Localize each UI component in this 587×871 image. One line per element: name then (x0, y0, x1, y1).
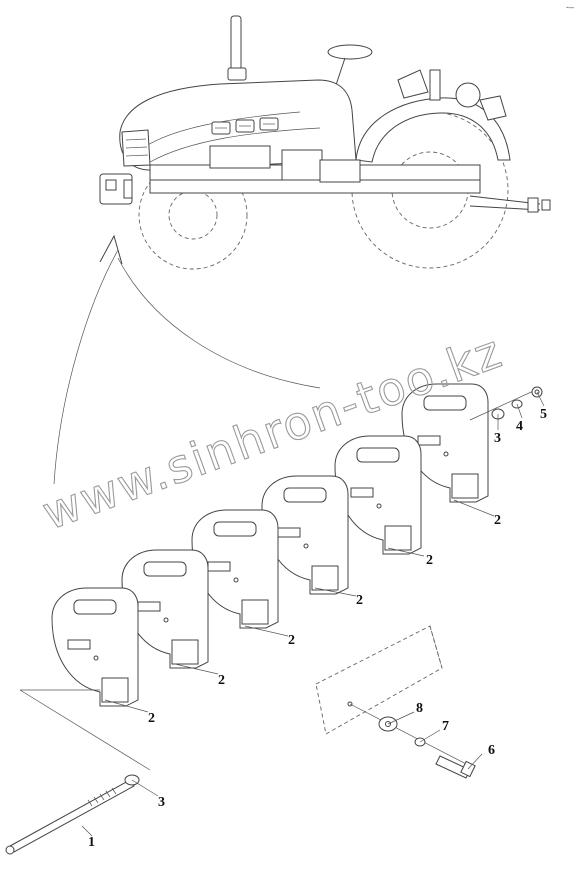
callout-2d: 2 (356, 593, 363, 608)
callout-2b: 2 (218, 673, 225, 688)
callout-6: 6 (488, 743, 495, 758)
callout-4: 4 (516, 419, 523, 434)
weight-1 (51, 587, 139, 707)
callout-2a: 2 (148, 711, 155, 726)
leader-lines (81, 391, 545, 837)
mounting-plate (315, 625, 476, 779)
callout-7: 7 (442, 719, 449, 734)
tractor-drawing (99, 15, 551, 270)
weight-5 (334, 435, 422, 555)
weight-3 (191, 509, 279, 629)
callouts: 1 2 2 2 2 2 2 3 3 4 5 6 7 8 (88, 407, 547, 850)
fastener-group-right (469, 386, 543, 421)
assembly-arrow (53, 234, 321, 485)
long-bolt (5, 689, 151, 855)
weight-2 (121, 549, 209, 669)
callout-5: 5 (540, 407, 547, 422)
callout-3-left: 3 (158, 795, 165, 810)
weight-6 (401, 383, 489, 503)
callout-3-right: 3 (494, 431, 501, 446)
callout-2c: 2 (288, 633, 295, 648)
callout-2e: 2 (426, 553, 433, 568)
callout-2f: 2 (494, 513, 501, 528)
corner-mark: -– (566, 2, 574, 12)
callout-8: 8 (416, 701, 423, 716)
weight-stack (51, 383, 489, 707)
callout-1: 1 (88, 835, 95, 850)
